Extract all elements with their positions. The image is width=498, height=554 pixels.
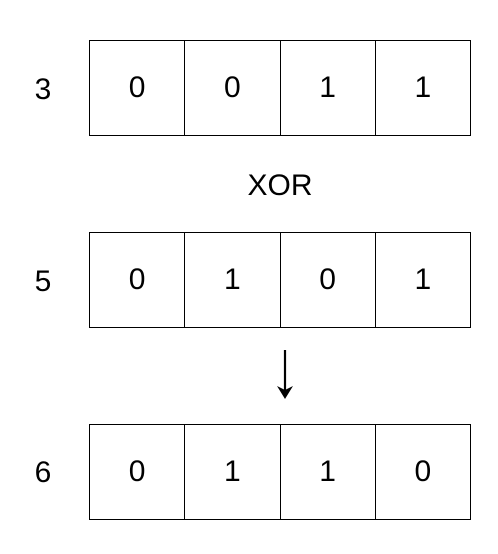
bit-cell: 0 (185, 41, 281, 135)
bit-cell: 1 (414, 263, 432, 296)
bit-cell: 1 (281, 41, 376, 135)
bit-row-3: 0 0 1 1 (89, 40, 471, 136)
bit-row-5: 0 1 0 1 (89, 232, 471, 328)
down-arrow-icon (277, 350, 293, 399)
bit-cell: 0 (90, 233, 186, 327)
bit-cell: 0 (90, 425, 186, 519)
bit-row-6: 0 1 1 0 (89, 424, 471, 520)
row-label-6: 6 (34, 456, 52, 489)
row-label-3: 3 (34, 73, 52, 106)
bit-cell: 1 (185, 233, 281, 327)
bit-cell: 0 (414, 455, 432, 488)
operator-label: XOR (247, 169, 313, 202)
bit-cell: 1 (281, 425, 376, 519)
bit-cell: 1 (185, 425, 281, 519)
bit-cell: 0 (281, 233, 376, 327)
bit-cell: 0 (90, 41, 186, 135)
bit-cell: 1 (414, 71, 432, 104)
row-label-5: 5 (34, 265, 52, 298)
